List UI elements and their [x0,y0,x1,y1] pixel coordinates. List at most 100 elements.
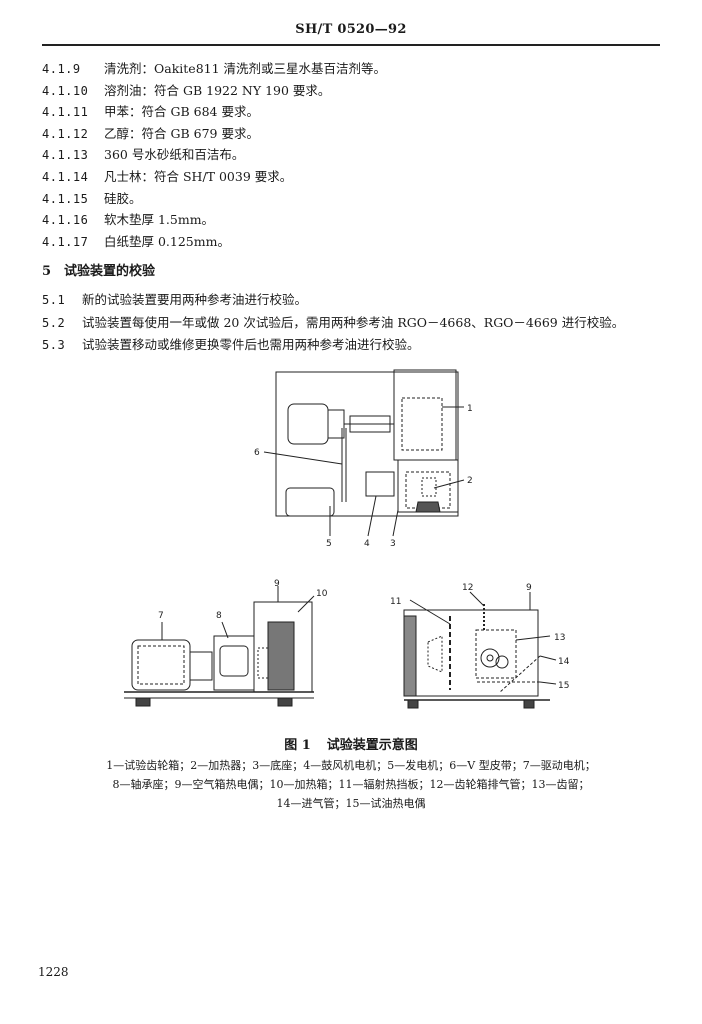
item-number: 4.1.14 [42,169,89,184]
gear-hub [486,654,494,662]
gear-box-inner [401,397,443,451]
item-number: 4.1.9 [42,62,81,76]
bearing-detail [219,645,249,677]
clause: 5.1 新的试验装置要用两种参考油进行校验。 [42,289,662,312]
coupling [189,651,213,681]
list-item: 4.1.11 甲苯：符合 GB 684 要求。 [42,101,662,123]
figure-number: 图 1 [284,738,311,753]
callout-3: 3 [390,539,396,549]
gear-box-outline [393,369,457,461]
callout-9b: 9 [526,583,532,593]
leader-line [469,591,485,607]
list-item: 4.1.12 乙醇：符合 GB 679 要求。 [42,123,662,145]
callout-10: 10 [316,589,328,599]
drive-motor [131,639,191,691]
legend-line: 14—进气管；15—试油热电偶 [276,797,426,810]
foot [523,699,535,709]
item-text: 360 号水砂纸和百洁布。 [104,147,245,163]
figure-title: 试验装置示意图 [326,738,418,753]
foot [135,697,151,707]
clause-number: 5.3 [42,338,66,352]
item-text: 溶剂油：符合 GB 1922 NY 190 要求。 [104,82,331,98]
leader-line [433,479,465,489]
leader-line [392,509,399,537]
callout-12: 12 [462,583,473,593]
apparatus-plan-diagram: 1 2 3 4 5 6 [254,369,473,549]
item-number: 4.1.10 [42,83,89,98]
figure-legend: 1—试验齿轮箱；2—加热器；3—底座；4—鼓风机电机；5—发电机；6—V 型皮带… [40,756,662,813]
standard-code-header: SH/T 0520—92 [295,22,407,37]
callout-7: 7 [158,611,164,621]
materials-list: 4.1.9 清洗剂：Oakite811 清洗剂或三星水基百洁剂等。 4.1.10 溶… [42,58,662,252]
item-number: 4.1.11 [42,105,89,120]
leader-line [367,495,377,537]
list-item: 4.1.9 清洗剂：Oakite811 清洗剂或三星水基百洁剂等。 [42,58,662,80]
item-text: 乙醇：符合 GB 679 要求。 [104,125,259,141]
heating-box [253,601,313,693]
callout-8: 8 [216,611,222,621]
page-number: 1228 [38,965,69,979]
heater-base [415,501,441,513]
section-number: 5 [42,264,52,279]
header-rule [42,44,660,46]
leader-line [263,451,343,465]
box-outline [403,609,539,697]
apparatus-side-diagram: 9 10 7 8 [124,579,328,707]
clause: 5.3 试验装置移动或维修更换零件后也需用两种参考油进行校验。 [42,334,662,357]
clause-number: 5.2 [42,315,66,330]
leader-line [539,681,557,685]
list-item: 4.1.15 硅胶。 [42,188,662,210]
item-text: 清洗剂：Oakite811 清洗剂或三星水基百洁剂等。 [104,61,387,76]
figure-caption: 图 1 试验装置示意图 [0,734,702,753]
leader-line [297,595,315,613]
item-text: 硅胶。 [104,190,142,206]
leader-line [539,655,557,661]
item-number: 4.1.17 [42,234,89,249]
callout-1: 1 [467,404,473,414]
left-wall-section [403,615,417,697]
leader-line [515,635,551,641]
blower-motor [365,471,395,497]
item-number: 4.1.13 [42,148,89,163]
list-item: 4.1.14 凡士林：符合 SH/T 0039 要求。 [42,166,662,188]
callout-13: 13 [554,633,565,643]
item-number: 4.1.15 [42,191,89,206]
callout-9: 9 [274,579,280,589]
item-text: 凡士林：符合 SH/T 0039 要求。 [104,168,293,184]
generator [285,487,335,517]
callout-4: 4 [364,539,370,549]
callout-6: 6 [254,448,260,458]
leader-line [409,599,451,625]
gear-housing [475,629,517,679]
gear-box-section-diagram: 9 12 11 13 14 15 [390,583,570,709]
callout-14: 14 [558,657,570,667]
list-item: 4.1.10 溶剂油：符合 GB 1922 NY 190 要求。 [42,80,662,102]
legend-line: 8—轴承座；9—空气箱热电偶；10—加热箱；11—辐射热挡板；12—齿轮箱排气管… [112,778,590,791]
clause-text: 试验装置移动或维修更换零件后也需用两种参考油进行校验。 [82,337,420,352]
motor-detail [137,645,185,685]
diagram-frame [275,371,459,517]
item-text: 甲苯：符合 GB 684 要求。 [104,104,259,120]
heater [257,647,269,679]
heater-element [421,477,437,497]
gear-large [480,648,500,668]
heater-cone [427,635,443,673]
clause-text: 试验装置每使用一年或做 20 次试验后，需用两种参考油 RGO－4668、RGO… [82,314,625,330]
item-number: 4.1.12 [42,126,89,141]
gear-small [495,655,509,669]
callout-5: 5 [326,539,332,549]
clause-text: 新的试验装置要用两种参考油进行校验。 [82,292,308,307]
section-title: 试验装置的校验 [64,264,156,279]
gear-box-section [267,621,295,691]
inlet-pipe [499,655,541,693]
item-text: 软木垫厚 1.5mm。 [104,212,215,228]
legend-line: 1—试验齿轮箱；2—加热器；3—底座；4—鼓风机电机；5—发电机；6—V 型皮带… [106,759,596,772]
foot [407,699,419,709]
section-heading: 5 试验装置的校验 [42,260,155,279]
callout-11: 11 [390,597,401,607]
callout-2: 2 [467,476,473,486]
callout-15: 15 [558,681,569,691]
clause-number: 5.1 [42,293,66,307]
